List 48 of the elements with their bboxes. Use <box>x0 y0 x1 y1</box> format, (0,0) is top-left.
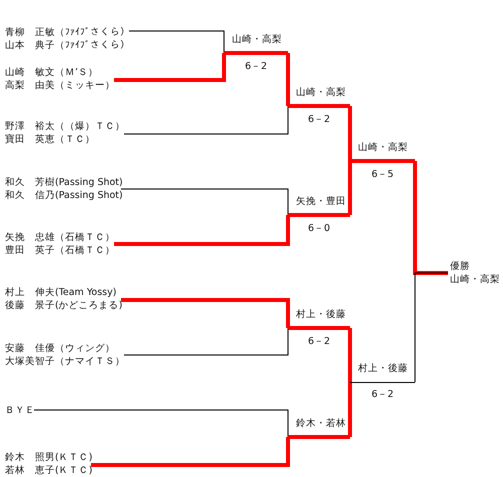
winner-name: 村上・後藤 <box>295 308 347 322</box>
player-name: 寶田 英恵（ＴＣ） <box>5 133 96 146</box>
bracket-line <box>348 161 352 217</box>
player-name: 鈴木 照男(ＫＴＣ) <box>5 451 92 464</box>
bracket-line <box>413 159 448 275</box>
bracket-line <box>120 188 288 216</box>
bracket-line <box>348 326 352 382</box>
match-score: 6－2 <box>370 388 395 402</box>
bracket-line <box>414 272 448 382</box>
bracket-line <box>128 30 224 54</box>
match-score: 6－2 <box>244 60 268 74</box>
player-name: 村上 伸夫(Team Yossy) <box>5 286 118 299</box>
player-name: 野澤 裕太（（爆）ＴＣ） <box>5 120 125 133</box>
player-name: 高梨 由美（ミッキー） <box>5 79 115 92</box>
bracket-line <box>114 215 290 246</box>
player-name: 青柳 正敏（ﾌｧｲﾌﾞさくら） <box>5 26 130 39</box>
match-score: 6－5 <box>370 168 395 182</box>
winner-name: 山崎・高梨 <box>231 33 283 47</box>
match-score: 6－2 <box>306 113 332 127</box>
player-name: 矢挽 忠雄（石橋ＴＣ） <box>5 231 115 244</box>
winner-name: 村上・後藤 <box>357 362 409 376</box>
winner-name: 鈴木・若林 <box>295 417 347 431</box>
bracket-line <box>114 53 226 82</box>
match-score: 6－2 <box>306 335 332 349</box>
player-name: 若林 恵子(ＫＴＣ) <box>5 464 92 477</box>
winner-name: 山崎・高梨 <box>449 273 500 286</box>
player-name: 大塚美智子（ナマイＴＳ） <box>5 355 125 368</box>
bracket-line <box>348 104 352 161</box>
bracket-line <box>124 328 288 356</box>
bracket-line <box>348 382 352 439</box>
bracket-line <box>124 106 288 134</box>
player-name: 山本 典子（ﾌｧｲﾌﾞさくら） <box>5 39 130 52</box>
player-name: 和久 信乃(Passing Shot) <box>5 189 123 202</box>
bracket-line <box>286 51 290 106</box>
winner-name: 矢挽・豊田 <box>295 195 347 209</box>
player-name: 後藤 景子(かどころまる) <box>5 299 122 312</box>
bracket-line <box>121 298 290 328</box>
player-name: ＢＹＥ <box>5 404 35 416</box>
player-name: 和久 芳樹(Passing Shot) <box>5 176 123 189</box>
player-name: 豊田 英子（石橋ＴＣ） <box>5 244 115 257</box>
player-name: 山崎 敏文（Ｍ’Ｓ） <box>5 66 100 79</box>
bracket-line <box>34 410 288 438</box>
winner-name: 山崎・高梨 <box>357 141 409 155</box>
winner-name: 山崎・高梨 <box>295 86 347 100</box>
champion-heading: 優勝 <box>449 260 471 273</box>
bracket-line <box>91 437 290 467</box>
match-score: 6－0 <box>306 222 332 236</box>
player-name: 安藤 佳優（ウィング） <box>5 342 116 355</box>
